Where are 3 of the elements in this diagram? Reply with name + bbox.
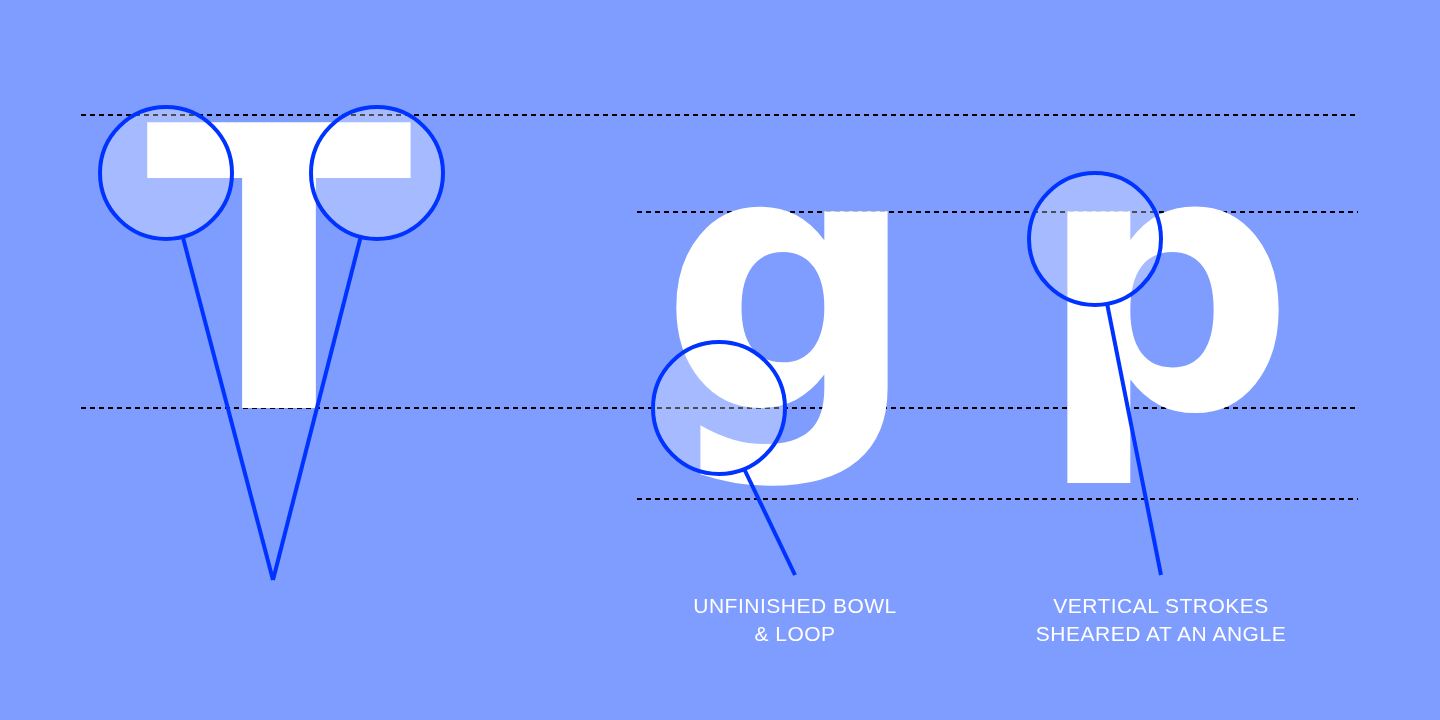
leader-line: [742, 468, 797, 576]
callout-text: VERTICAL STROKES SHEARED AT AN ANGLE: [1000, 592, 1322, 648]
callout-text: UNFINISHED BOWL & LOOP: [690, 592, 900, 648]
